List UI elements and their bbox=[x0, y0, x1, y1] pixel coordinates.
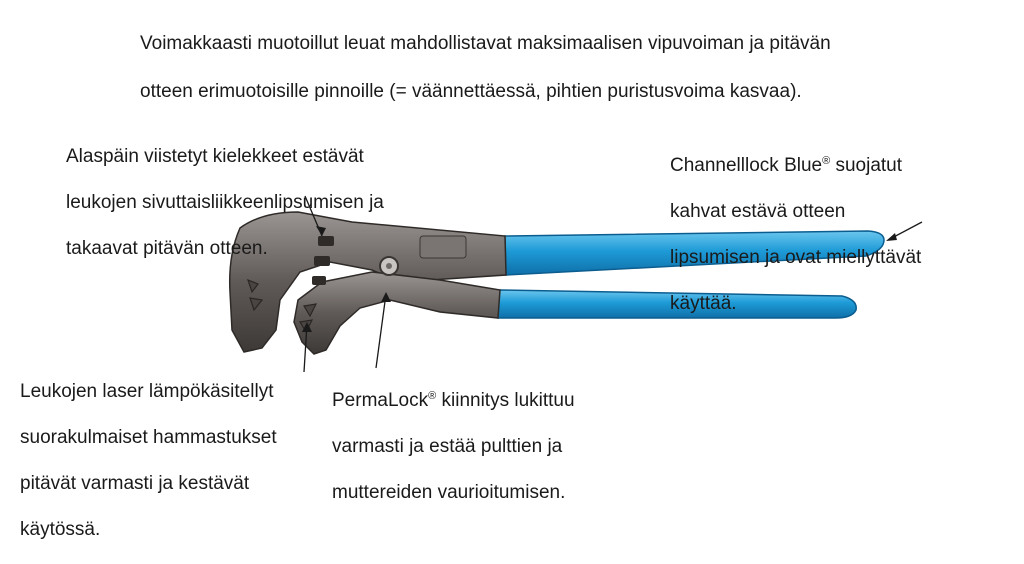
registered-mark: ® bbox=[428, 390, 437, 402]
callout-lock-line-1: PermaLock® kiinnitys lukittuu bbox=[332, 389, 632, 412]
callout-lock: PermaLock® kiinnitys lukittuu varmasti j… bbox=[332, 366, 632, 527]
callout-handles-line-3: lipsumisen ja ovat miellyttävät bbox=[670, 247, 922, 268]
upper-handle bbox=[504, 230, 885, 276]
callout-tabs: Alaspäin viistetyt kielekkeet estävät le… bbox=[66, 122, 466, 283]
callout-handles: Channelllock Blue® suojatut kahvat estäv… bbox=[670, 131, 1000, 338]
callout-tabs-line-1: Alaspäin viistetyt kielekkeet estävät bbox=[66, 146, 364, 167]
callout-teeth-line-3: pitävät varmasti ja kestävät bbox=[20, 473, 250, 494]
body-marking bbox=[419, 235, 467, 259]
brand-channellock: Channelllock Blue bbox=[670, 155, 823, 176]
pliers-illustration bbox=[228, 195, 923, 373]
callout-handles-line-1: Channelllock Blue® suojatut bbox=[670, 154, 1000, 177]
headline-line-2: otteen erimuotoisille pinnoille (= väänn… bbox=[140, 81, 802, 102]
callout-handles-line-4: käyttää. bbox=[670, 293, 737, 314]
callout-handles-line-2: kahvat estävä otteen bbox=[670, 201, 846, 222]
callout-lock-line-3: muttereiden vaurioitumisen. bbox=[332, 482, 566, 503]
callout-teeth-line-4: käytössä. bbox=[20, 519, 101, 540]
leader-lock bbox=[375, 293, 387, 369]
headline-text: Voimakkaasti muotoillut leuat mahdollist… bbox=[140, 8, 960, 128]
callout-lock-line-1-rest: kiinnitys lukittuu bbox=[436, 390, 575, 411]
registered-mark: ® bbox=[822, 155, 831, 167]
callout-lock-line-2: varmasti ja estää pulttien ja bbox=[332, 436, 563, 457]
headline-line-1: Voimakkaasti muotoillut leuat mahdollist… bbox=[140, 33, 831, 54]
callout-teeth-line-1: Leukojen laser lämpökäsitellyt bbox=[20, 381, 274, 402]
groove-tabs bbox=[312, 236, 334, 285]
callout-handles-line-1-rest: suojatut bbox=[830, 155, 903, 176]
callout-tabs-line-3: takaavat pitävän otteen. bbox=[66, 238, 268, 259]
brand-permalock: PermaLock bbox=[332, 390, 429, 411]
callout-tabs-line-2: leukojen sivuttaisliikkeenlipsumisen ja bbox=[66, 192, 384, 213]
callout-teeth-line-2: suorakulmaiset hammastukset bbox=[20, 427, 277, 448]
